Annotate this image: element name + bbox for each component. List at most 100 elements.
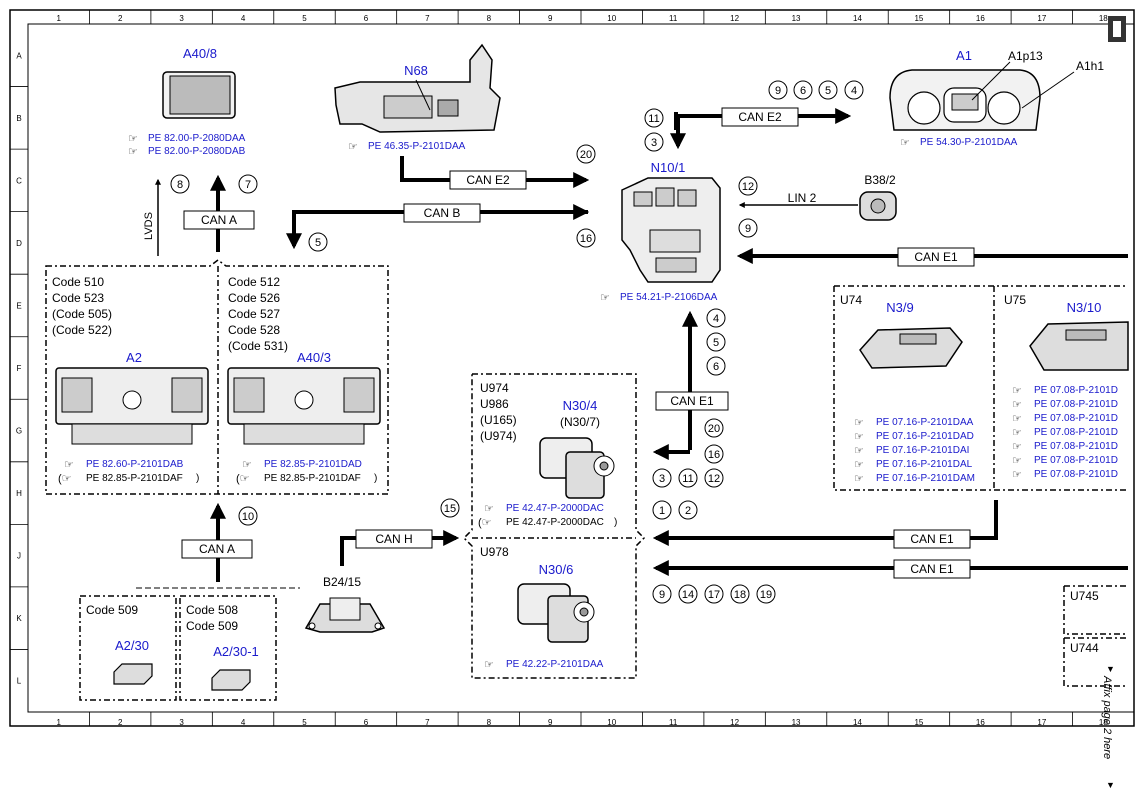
component-n3-10[interactable]: U75 N3/10 — [1004, 293, 1129, 371]
component-u745[interactable]: U745 — [1063, 585, 1128, 635]
svg-text:): ) — [614, 517, 617, 528]
affix-note: Affix page 2 here ▼ ▼ — [1101, 664, 1115, 790]
ref-link[interactable]: PE 07.16-P-2101DAL — [876, 459, 973, 470]
ref-link[interactable]: PE 82.85-P-2101DAD — [264, 459, 362, 470]
bus-label: CAN E2 — [466, 173, 510, 187]
column-label: 6 — [364, 718, 369, 727]
column-label: 11 — [669, 718, 678, 727]
ref-link[interactable]: PE 42.22-P-2101DAA — [506, 659, 604, 670]
n30-4-refs[interactable]: ☞ PE 42.47-P-2000DAC (☞ PE 42.47-P-2000D… — [478, 503, 617, 529]
bus-can-a-bottom: CAN A — [136, 502, 300, 589]
ref-link[interactable]: PE 07.08-P-2101D — [1034, 413, 1118, 424]
svg-text:): ) — [196, 473, 199, 484]
column-label: 17 — [1037, 718, 1046, 727]
variant-text: U974 — [480, 381, 509, 395]
code-text: Code 523 — [52, 291, 104, 305]
column-label: 9 — [548, 718, 553, 727]
bus-label: LVDS — [143, 212, 155, 240]
component-a2-30[interactable]: Code 509 A2/30 — [86, 603, 153, 685]
component-a40-8[interactable]: A40/8 — [162, 46, 236, 119]
column-label: 18 — [1099, 718, 1108, 727]
ref-link[interactable]: PE 07.08-P-2101D — [1034, 385, 1118, 396]
ref-link[interactable]: PE 07.08-P-2101D — [1034, 427, 1118, 438]
n30-6-ref[interactable]: ☞ PE 42.22-P-2101DAA — [484, 659, 604, 671]
row-label: B — [16, 114, 21, 123]
pointer-hand-icon: ☞ — [854, 459, 864, 471]
n10-1-ref[interactable]: ☞ PE 54.21-P-2106DAA — [600, 292, 718, 304]
component-n30-4[interactable]: N30/4 (N30/7) — [539, 398, 615, 499]
n3-9-refs[interactable]: ☞ PE 07.16-P-2101DAA ☞ PE 07.16-P-2101DA… — [854, 417, 975, 485]
n30-4-variants: U974 U986 (U165) (U974) — [480, 381, 517, 443]
column-label: 7 — [425, 718, 430, 727]
b38-2-label: B38/2 — [864, 173, 896, 187]
u74-label: U74 — [840, 293, 862, 307]
ref-link[interactable]: PE 07.08-P-2101D — [1034, 455, 1118, 466]
a1-ref[interactable]: ☞ PE 54.30-P-2101DAA — [900, 137, 1018, 149]
ref-link[interactable]: PE 54.21-P-2106DAA — [620, 292, 718, 303]
component-b24-15[interactable]: B24/15 — [304, 575, 386, 633]
column-label: 2 — [118, 14, 123, 23]
ref-link[interactable]: PE 07.08-P-2101D — [1034, 441, 1118, 452]
component-u744[interactable]: U744 — [1063, 637, 1128, 687]
component-n10-1[interactable]: N10/1 — [621, 160, 721, 283]
arrow-down-icon: ▼ — [1106, 780, 1115, 790]
ref-link[interactable]: PE 82.85-P-2101DAF — [86, 473, 183, 484]
a40-8-refs[interactable]: ☞ PE 82.00-P-2080DAA ☞ PE 82.00-P-2080DA… — [128, 133, 246, 158]
callout-circle: 19 — [756, 584, 776, 604]
row-label: D — [16, 239, 22, 248]
bus-lvds: LVDS — [143, 178, 161, 256]
svg-text:4: 4 — [851, 85, 857, 97]
column-label: 10 — [607, 14, 616, 23]
variant-text: U986 — [480, 397, 509, 411]
component-n30-6[interactable]: U978 N30/6 — [480, 545, 595, 643]
b24-15-label: B24/15 — [323, 575, 361, 589]
row-label: K — [16, 614, 22, 623]
pointer-hand-icon: ☞ — [1012, 399, 1022, 411]
ref-link[interactable]: PE 07.08-P-2101D — [1034, 399, 1118, 410]
code-text: Code 527 — [228, 307, 280, 321]
ref-link[interactable]: PE 82.60-P-2101DAB — [86, 459, 184, 470]
ref-link[interactable]: PE 07.16-P-2101DAA — [876, 417, 974, 428]
callout-circle: 12 — [704, 468, 724, 488]
bus-can-a-top: CAN A — [183, 174, 255, 252]
svg-text:18: 18 — [734, 589, 746, 601]
svg-text:12: 12 — [742, 181, 754, 193]
component-n3-9[interactable]: U74 N3/9 — [840, 293, 963, 369]
component-a2-30-1[interactable]: Code 508 Code 509 A2/30-1 — [186, 603, 259, 691]
component-a40-3[interactable]: A40/3 — [227, 350, 381, 445]
a1h1-callout: A1h1 — [1076, 59, 1104, 73]
ref-link[interactable]: PE 07.16-P-2101DAI — [876, 445, 969, 456]
group-a2-a40-3 — [45, 259, 389, 495]
steering-lock-icon — [334, 43, 501, 133]
ref-link[interactable]: PE 46.35-P-2101DAA — [368, 141, 466, 152]
ref-link[interactable]: PE 82.00-P-2080DAA — [148, 133, 246, 144]
ref-link[interactable]: PE 07.16-P-2101DAD — [876, 431, 974, 442]
a2-codes: Code 510 Code 523 (Code 505) (Code 522) — [52, 275, 112, 337]
row-label: H — [16, 489, 22, 498]
callout-circle: 4 — [844, 80, 864, 100]
svg-text:11: 11 — [682, 473, 693, 485]
component-b38-2[interactable]: B38/2 — [859, 173, 897, 221]
n68-ref[interactable]: ☞ PE 46.35-P-2101DAA — [348, 141, 466, 153]
component-a2[interactable]: A2 — [55, 350, 209, 445]
callout-circle: 5 — [706, 332, 726, 352]
pointer-hand-icon: ☞ — [128, 133, 138, 145]
component-n68[interactable]: N68 — [334, 43, 501, 133]
group-n30 — [462, 373, 646, 679]
a40-3-refs[interactable]: ☞ PE 82.85-P-2101DAD (☞ PE 82.85-P-2101D… — [236, 459, 377, 485]
callout-circle: 5 — [818, 80, 838, 100]
ref-link[interactable]: PE 54.30-P-2101DAA — [920, 137, 1018, 148]
ref-link[interactable]: PE 42.47-P-2000DAC — [506, 517, 604, 528]
component-a1[interactable]: A1 A1p13 A1h1 — [889, 48, 1104, 131]
a2-refs[interactable]: ☞ PE 82.60-P-2101DAB (☞ PE 82.85-P-2101D… — [58, 459, 199, 485]
ref-link[interactable]: PE 07.16-P-2101DAM — [876, 473, 975, 484]
ref-link[interactable]: PE 82.00-P-2080DAB — [148, 146, 246, 157]
ref-link[interactable]: PE 82.85-P-2101DAF — [264, 473, 361, 484]
row-label: F — [17, 364, 22, 373]
ref-link[interactable]: PE 42.47-P-2000DAC — [506, 503, 604, 514]
bus-label: LIN 2 — [788, 191, 817, 205]
callout-circle: 3 — [652, 468, 672, 488]
n3-10-refs[interactable]: ☞ PE 07.08-P-2101D ☞ PE 07.08-P-2101D ☞ … — [1012, 385, 1118, 481]
ref-link[interactable]: PE 07.08-P-2101D — [1034, 469, 1118, 480]
column-label: 11 — [669, 14, 678, 23]
